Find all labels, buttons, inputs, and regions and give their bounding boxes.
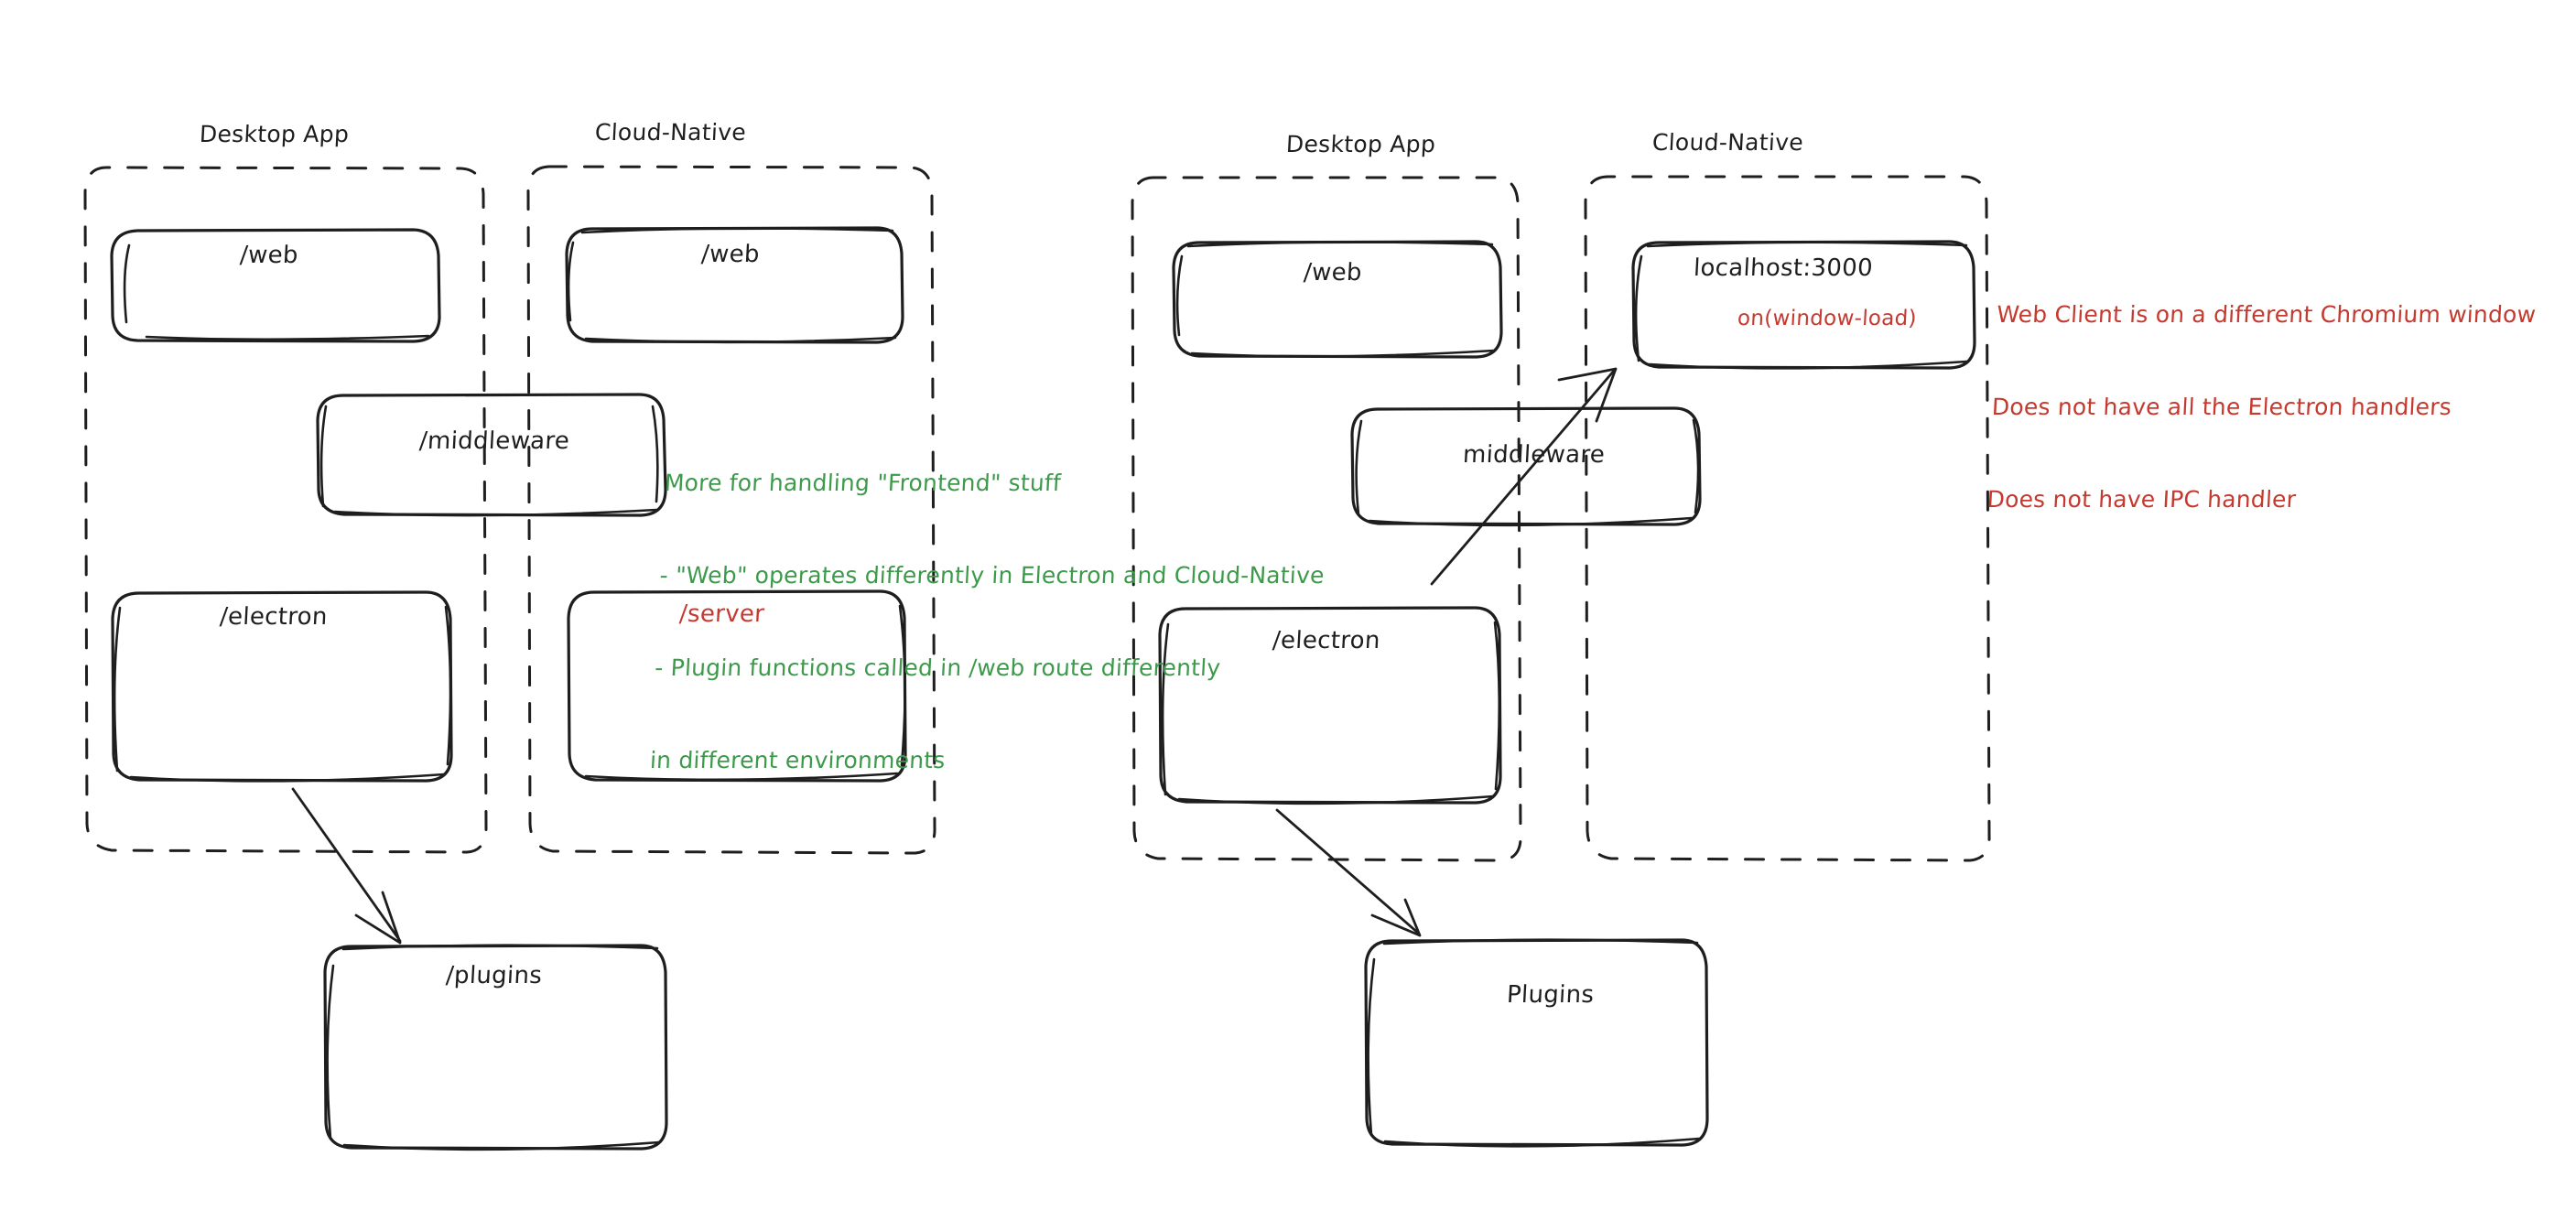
- annotation-web-client-line-3: Does not have IPC handler: [1986, 486, 2297, 513]
- annotation-web-client-line-1: Web Client is on a different Chromium wi…: [1996, 300, 2538, 328]
- box-web-desktop-left[interactable]: [110, 228, 441, 343]
- box-web-desktop-right-sketch: [1175, 241, 1496, 358]
- annotation-frontend-line-4: in different environments: [649, 747, 947, 774]
- box-electron-right-sketch: [1161, 621, 1501, 805]
- box-web-desktop-right[interactable]: [1172, 240, 1503, 359]
- group-title-desktop-app-right: Desktop App: [1285, 131, 1436, 157]
- box-electron-left[interactable]: [111, 590, 453, 783]
- group-frame-desktop-app-right: [1131, 176, 1522, 862]
- annotation-frontend-line-2: - "Web" operates differently in Electron…: [658, 561, 1326, 589]
- annotation-frontend-note: More for handling "Frontend" stuff - "We…: [646, 405, 1334, 838]
- group-title-cloud-native-right: Cloud-Native: [1651, 129, 1804, 156]
- box-label-plugins-left: /plugins: [445, 962, 543, 989]
- group-frame-cloud-native-right: [1584, 175, 1991, 862]
- box-server-left-sketch: [584, 604, 906, 782]
- arrow-electron-to-localhost-right-head: [1557, 367, 1618, 423]
- annotation-web-client-line-2: Does not have all the Electron handlers: [1991, 393, 2452, 420]
- box-web-cloud-left[interactable]: [565, 226, 904, 344]
- box-middleware-right-sketch: [1355, 418, 1700, 527]
- arrow-electron-to-plugins-right-head: [1370, 898, 1422, 937]
- box-label-localhost-right: localhost:3000: [1693, 254, 1874, 282]
- box-label-web-desktop-right: /web: [1303, 259, 1363, 286]
- arrow-electron-to-plugins-left-head: [354, 891, 402, 945]
- annotation-web-client-note: Web Client is on a different Chromium wi…: [1983, 237, 2539, 577]
- box-plugins-right-sketch: [1367, 938, 1701, 1148]
- annotation-frontend-line-1: More for handling "Frontend" stuff: [664, 469, 1062, 496]
- box-localhost-right-sketch: [1634, 241, 1968, 370]
- group-title-cloud-native-left: Cloud-Native: [594, 119, 747, 146]
- box-middleware-left-sketch: [319, 405, 659, 517]
- box-label-middleware-right: middleware: [1462, 441, 1606, 469]
- box-label-electron-left: /electron: [219, 603, 329, 631]
- box-label-middleware-left: /middleware: [418, 427, 570, 455]
- box-electron-right[interactable]: [1158, 606, 1502, 805]
- box-plugins-left[interactable]: [323, 944, 668, 1151]
- box-web-desktop-left-sketch: [123, 243, 430, 341]
- box-middleware-right[interactable]: [1350, 406, 1702, 526]
- arrow-electron-to-localhost-right: [1430, 369, 1616, 586]
- box-label-plugins-right: Plugins: [1506, 981, 1596, 1009]
- box-electron-left-sketch: [113, 605, 452, 783]
- box-label-electron-right: /electron: [1272, 627, 1381, 654]
- box-server-left[interactable]: [567, 589, 907, 783]
- group-frame-desktop-app-left: [83, 166, 488, 854]
- group-title-desktop-app-left: Desktop App: [199, 121, 350, 147]
- arrow-electron-to-plugins-left: [291, 787, 402, 943]
- box-middleware-left[interactable]: [316, 393, 667, 517]
- arrow-electron-to-plugins-right: [1275, 808, 1421, 935]
- box-label-web-desktop-left: /web: [239, 242, 299, 269]
- box-web-cloud-left-sketch: [567, 227, 897, 344]
- box-localhost-right[interactable]: [1631, 240, 1976, 370]
- box-sublabel-on-window-load: on(window-load): [1737, 307, 1918, 330]
- box-label-web-cloud-left: /web: [700, 241, 761, 268]
- annotation-frontend-line-3: - Plugin functions called in /web route …: [654, 654, 1222, 681]
- box-plugins-right[interactable]: [1364, 938, 1709, 1147]
- box-plugins-left-sketch: [326, 944, 661, 1151]
- group-frame-cloud-native-left: [526, 165, 936, 855]
